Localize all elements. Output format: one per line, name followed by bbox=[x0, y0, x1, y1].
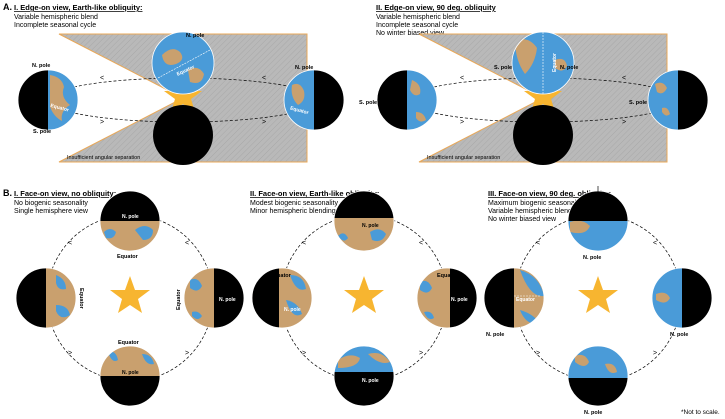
planet-a1-right bbox=[283, 69, 345, 131]
label-equator: Equator bbox=[437, 273, 459, 279]
orbit-arrow: < bbox=[262, 75, 266, 82]
orbit-arrow: < bbox=[185, 240, 189, 247]
label-equator: Equator bbox=[289, 105, 309, 116]
label-npole: N. pole bbox=[122, 370, 139, 376]
orbit-arrow: < bbox=[622, 75, 626, 82]
footnote: *Not to scale. bbox=[681, 409, 720, 416]
orbit-arrow: > bbox=[419, 350, 423, 357]
label-npole: N. pole bbox=[32, 63, 50, 69]
panel-a2-line-1: Variable hemispheric blend bbox=[376, 14, 460, 21]
planet-b1-top bbox=[99, 190, 161, 252]
orbit-arrow: < bbox=[100, 75, 104, 82]
orbit-arrow: < bbox=[653, 240, 657, 247]
label-equator: Equator bbox=[176, 288, 182, 310]
orbit-arrow: > bbox=[262, 119, 266, 126]
label-npole: N. pole bbox=[583, 255, 601, 261]
label-npole: N. pole bbox=[584, 410, 602, 416]
panel-b1-title: I. Face-on view, no obliquity: bbox=[14, 189, 116, 198]
planet-b2-top bbox=[333, 190, 395, 252]
panel-a1-line-2: Incomplete seasonal cycle bbox=[14, 22, 96, 29]
orbit-arrow: > bbox=[622, 119, 626, 126]
orbit-arrow: > bbox=[653, 350, 657, 357]
planet-a1-top bbox=[151, 31, 215, 95]
label-equator: Equator bbox=[117, 254, 139, 260]
label-equator: Equator bbox=[50, 103, 70, 114]
label-npole: N. pole bbox=[670, 332, 688, 338]
section-b-letter: B. bbox=[3, 188, 12, 198]
label-npole: N. pole bbox=[451, 297, 468, 303]
orbit-arrow: < bbox=[68, 240, 72, 247]
panel-b3-title: III. Face-on view, 90 deg. obliquity: bbox=[488, 189, 611, 198]
planet-b3-left bbox=[483, 267, 545, 329]
label-npole: N. pole bbox=[284, 307, 301, 313]
planet-b2-bottom bbox=[333, 345, 395, 407]
panel-a2-line-3: No winter biased view bbox=[376, 30, 445, 37]
panel-b2-line-2: Minor hemispheric blending bbox=[250, 208, 336, 215]
planet-b3-bottom bbox=[567, 345, 629, 407]
panel-a2-title: II. Edge-on view, 90 deg. obliquity bbox=[376, 3, 497, 12]
label-equator: Equator bbox=[118, 340, 140, 346]
label-npole: N. pole bbox=[219, 297, 236, 303]
planet-a2-front bbox=[513, 105, 573, 165]
label-equator: Equator bbox=[552, 53, 558, 72]
label-npole: N. pole bbox=[186, 33, 204, 39]
label-equator: Equator bbox=[270, 273, 292, 279]
label-spole: S. pole bbox=[359, 100, 377, 106]
panel-a2-line-2: Incomplete seasonal cycle bbox=[376, 22, 458, 29]
panel-b3-line-2: Variable hemispheric blend bbox=[488, 208, 572, 215]
planet-b1-bottom bbox=[99, 345, 161, 407]
orbit-arrow: > bbox=[185, 350, 189, 357]
panel-b3-line-1: Maximum biogenic seasonality bbox=[488, 200, 584, 207]
sun-star-a1 bbox=[164, 78, 202, 112]
orbit-arrow: < bbox=[302, 240, 306, 247]
panel-b3-line-3: No winter biased view bbox=[488, 216, 557, 223]
orbit-arrow: > bbox=[302, 350, 306, 357]
orbit-arrow: > bbox=[100, 119, 104, 126]
label-npole: N. pole bbox=[362, 223, 379, 229]
planet-a2-left bbox=[376, 69, 438, 131]
planet-a2-top bbox=[511, 31, 575, 95]
orbit-arrow: < bbox=[536, 240, 540, 247]
section-a-letter: A. bbox=[3, 2, 12, 12]
planet-b3-right bbox=[651, 267, 713, 329]
planet-b2-left bbox=[251, 267, 313, 329]
orbit-arrow: < bbox=[460, 75, 464, 82]
planet-a2-right bbox=[647, 69, 709, 131]
panel-a2-note: Insufficient angular separation bbox=[427, 155, 500, 161]
label-npole: N. pole bbox=[22, 297, 39, 303]
label-npole: N. pole bbox=[560, 65, 578, 71]
label-equator: Equator bbox=[516, 297, 535, 303]
planet-a1-front bbox=[153, 105, 213, 165]
sun-star-a2 bbox=[524, 78, 562, 112]
label-spole: S. pole bbox=[33, 129, 51, 135]
panel-b1-line-2: Single hemisphere view bbox=[14, 208, 89, 215]
label-spole: S. pole bbox=[494, 65, 512, 71]
sun-star-b2 bbox=[344, 276, 384, 313]
label-npole: N. pole bbox=[122, 214, 139, 220]
panel-a1-note: Insufficient angular separation bbox=[67, 155, 140, 161]
orbit-arrow: > bbox=[68, 350, 72, 357]
panel-a1-line-1: Variable hemispheric blend bbox=[14, 14, 98, 21]
label-npole: N. pole bbox=[362, 378, 379, 384]
panel-b1-line-1: No biogenic seasonality bbox=[14, 200, 88, 207]
panel-b2-line-1: Modest biogenic seasonality bbox=[250, 200, 338, 207]
sun-star-b1 bbox=[110, 276, 150, 313]
orbit-arrow: < bbox=[419, 240, 423, 247]
label-spole: S. pole bbox=[629, 100, 647, 106]
panel-a1-title: I. Edge-on view, Earth-like obliquity: bbox=[14, 3, 143, 12]
label-equator: Equator bbox=[78, 288, 84, 310]
label-npole: N. pole bbox=[295, 65, 313, 71]
label-npole: N. pole bbox=[486, 332, 504, 338]
panel-b2-title: II. Face-on view, Earth-like obliquity: bbox=[250, 189, 379, 198]
planet-a1-left bbox=[17, 69, 79, 131]
orbit-arrow: > bbox=[460, 119, 464, 126]
orbit-arrow: > bbox=[536, 350, 540, 357]
sun-star-b3 bbox=[578, 276, 618, 313]
